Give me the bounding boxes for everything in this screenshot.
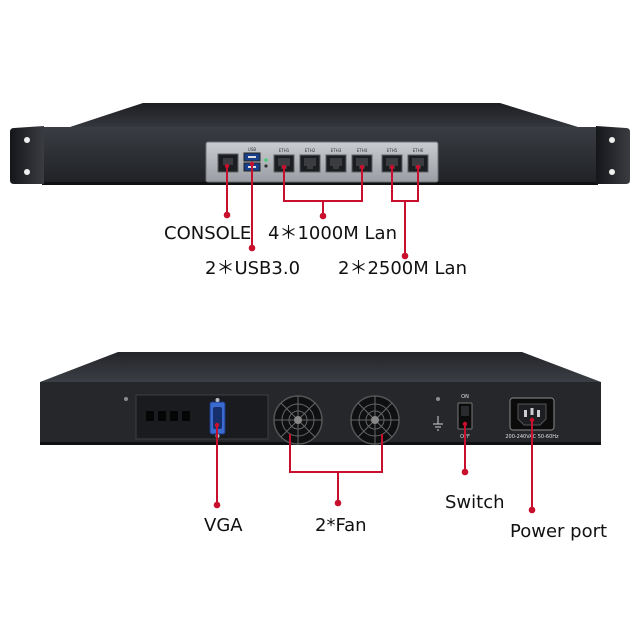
svg-text:ETH4: ETH4	[357, 148, 368, 153]
usb-port-label: USB	[248, 147, 256, 152]
front-port-panel	[205, 141, 439, 183]
front-callout-dots	[223, 161, 421, 260]
blank-holes	[146, 411, 190, 421]
lan-1000-label: 4＊1000M Lan	[268, 223, 397, 244]
console-label: CONSOLE	[164, 223, 252, 244]
svg-text:ETH2: ETH2	[305, 148, 316, 153]
eth-port-1: ETH1	[273, 148, 295, 173]
vga-label: VGA	[204, 515, 243, 536]
fan-right	[350, 395, 400, 445]
svg-text:ETH1: ETH1	[279, 148, 290, 153]
power-port-label: Power port	[510, 521, 608, 542]
front-chassis	[10, 103, 630, 185]
back-callout-lines	[216, 420, 533, 508]
switch-on-label: ON	[461, 394, 469, 400]
eth-port-2: ETH2	[299, 148, 321, 173]
back-callout-dots	[213, 417, 536, 514]
svg-text:ETH6: ETH6	[413, 148, 424, 153]
back-chassis	[40, 352, 601, 445]
front-callout-lines	[226, 164, 419, 254]
fan-left	[273, 395, 323, 445]
ethernet-ports: ETH1 ETH2 ETH3 ETH4 ETH5	[273, 148, 429, 173]
svg-text:ETH5: ETH5	[387, 148, 398, 153]
eth-port-3: ETH3	[325, 148, 347, 173]
fan-label: 2*Fan	[315, 515, 367, 536]
right-rack-ear	[596, 126, 630, 184]
ground-icon	[433, 416, 443, 431]
switch-label: Switch	[445, 492, 505, 513]
left-rack-ear	[10, 126, 44, 184]
lan-2500-label: 2＊2500M Lan	[338, 258, 467, 279]
svg-text:ETH3: ETH3	[331, 148, 342, 153]
usb-label: 2＊USB3.0	[205, 258, 301, 279]
